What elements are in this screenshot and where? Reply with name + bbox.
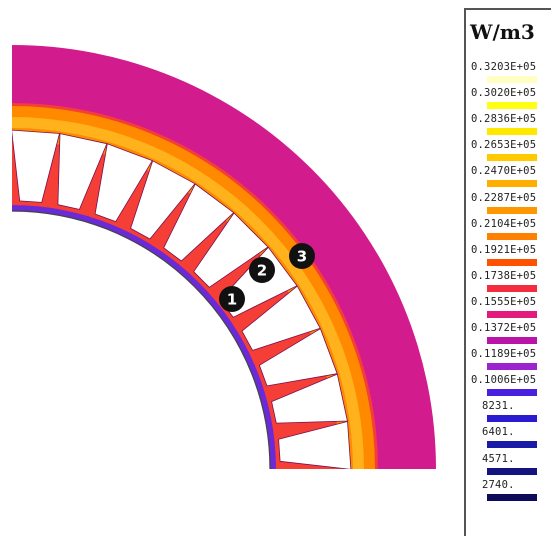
legend-value: 0.1921E+05 — [471, 243, 537, 256]
legend-value: 2740. — [482, 478, 515, 491]
legend-swatch — [487, 284, 537, 292]
legend-value: 0.1189E+05 — [471, 348, 537, 361]
legend-value: 6401. — [482, 426, 515, 439]
legend-swatch — [487, 310, 537, 318]
legend-title: W/m3 — [470, 20, 535, 44]
legend-swatch — [487, 258, 537, 266]
legend-swatch — [487, 389, 537, 397]
probe-marker-label: 3 — [297, 248, 307, 266]
legend-swatch — [487, 76, 537, 83]
legend-swatch — [487, 441, 537, 449]
legend-swatch — [487, 415, 537, 423]
legend-swatch — [487, 493, 537, 501]
legend-value: 0.2836E+05 — [471, 113, 537, 126]
legend-value: 0.2653E+05 — [471, 139, 537, 152]
probe-marker-1: 1 — [219, 286, 245, 312]
bore-edge — [11, 210, 271, 470]
color-legend: W/m3 0.3203E+05 0.3020E+05 0.2836E+05 0.265… — [464, 8, 551, 536]
stator-slot — [130, 160, 196, 240]
legend-value: 0.1372E+05 — [471, 322, 537, 334]
legend-value: 8231. — [482, 400, 515, 413]
probe-marker-2: 2 — [249, 257, 275, 283]
legend-value: 0.2104E+05 — [471, 217, 537, 230]
probe-markers: 1 2 3 — [219, 243, 315, 312]
legend-swatch — [487, 337, 537, 344]
legend-value: 0.2287E+05 — [471, 191, 537, 204]
legend-value: 0.1555E+05 — [471, 295, 537, 308]
stator-quarter — [12, 45, 436, 469]
probe-marker-3: 3 — [289, 243, 315, 269]
stator-slot — [258, 328, 338, 387]
legend-swatch — [487, 154, 537, 162]
legend-value: 0.1738E+05 — [471, 269, 537, 282]
probe-marker-label: 2 — [257, 262, 267, 280]
stator-slot — [57, 133, 108, 210]
stator-slot — [271, 373, 348, 424]
legend-swatch — [487, 102, 537, 110]
stator-slot — [94, 143, 153, 223]
legend-value: 4571. — [482, 452, 515, 465]
slot-group — [12, 129, 352, 469]
legend-swatch — [487, 206, 537, 214]
legend-swatch — [487, 128, 537, 136]
legend-value: 0.2470E+05 — [471, 165, 537, 178]
probe-marker-label: 1 — [227, 291, 237, 309]
stator-slot — [278, 421, 352, 469]
legend-swatch — [487, 180, 537, 188]
legend-swatch — [487, 232, 537, 240]
legend-swatch — [487, 363, 537, 371]
legend-value: 0.3203E+05 — [471, 61, 537, 73]
stator-slot — [193, 212, 269, 288]
legend-swatch — [487, 467, 537, 475]
legend-value: 0.3020E+05 — [471, 87, 537, 100]
stator-slot — [12, 129, 60, 203]
stator-slot — [241, 285, 321, 351]
stator-slot — [163, 183, 235, 262]
legend-value: 0.1006E+05 — [471, 374, 537, 387]
